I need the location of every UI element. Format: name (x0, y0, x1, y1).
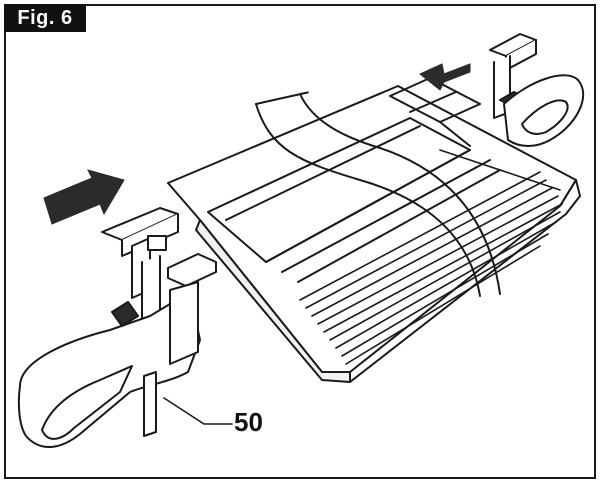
arrow-left-icon (419, 63, 471, 91)
guide-rail (167, 77, 581, 383)
ribbed-surface (299, 149, 563, 365)
strap (255, 91, 501, 297)
right-clamp (489, 33, 585, 147)
callout-leader-line (163, 397, 233, 425)
arrow-right-icon (43, 169, 125, 225)
left-clamp (17, 207, 217, 449)
figure-label: Fig. 6 (4, 4, 86, 32)
callout-number: 50 (234, 407, 263, 437)
